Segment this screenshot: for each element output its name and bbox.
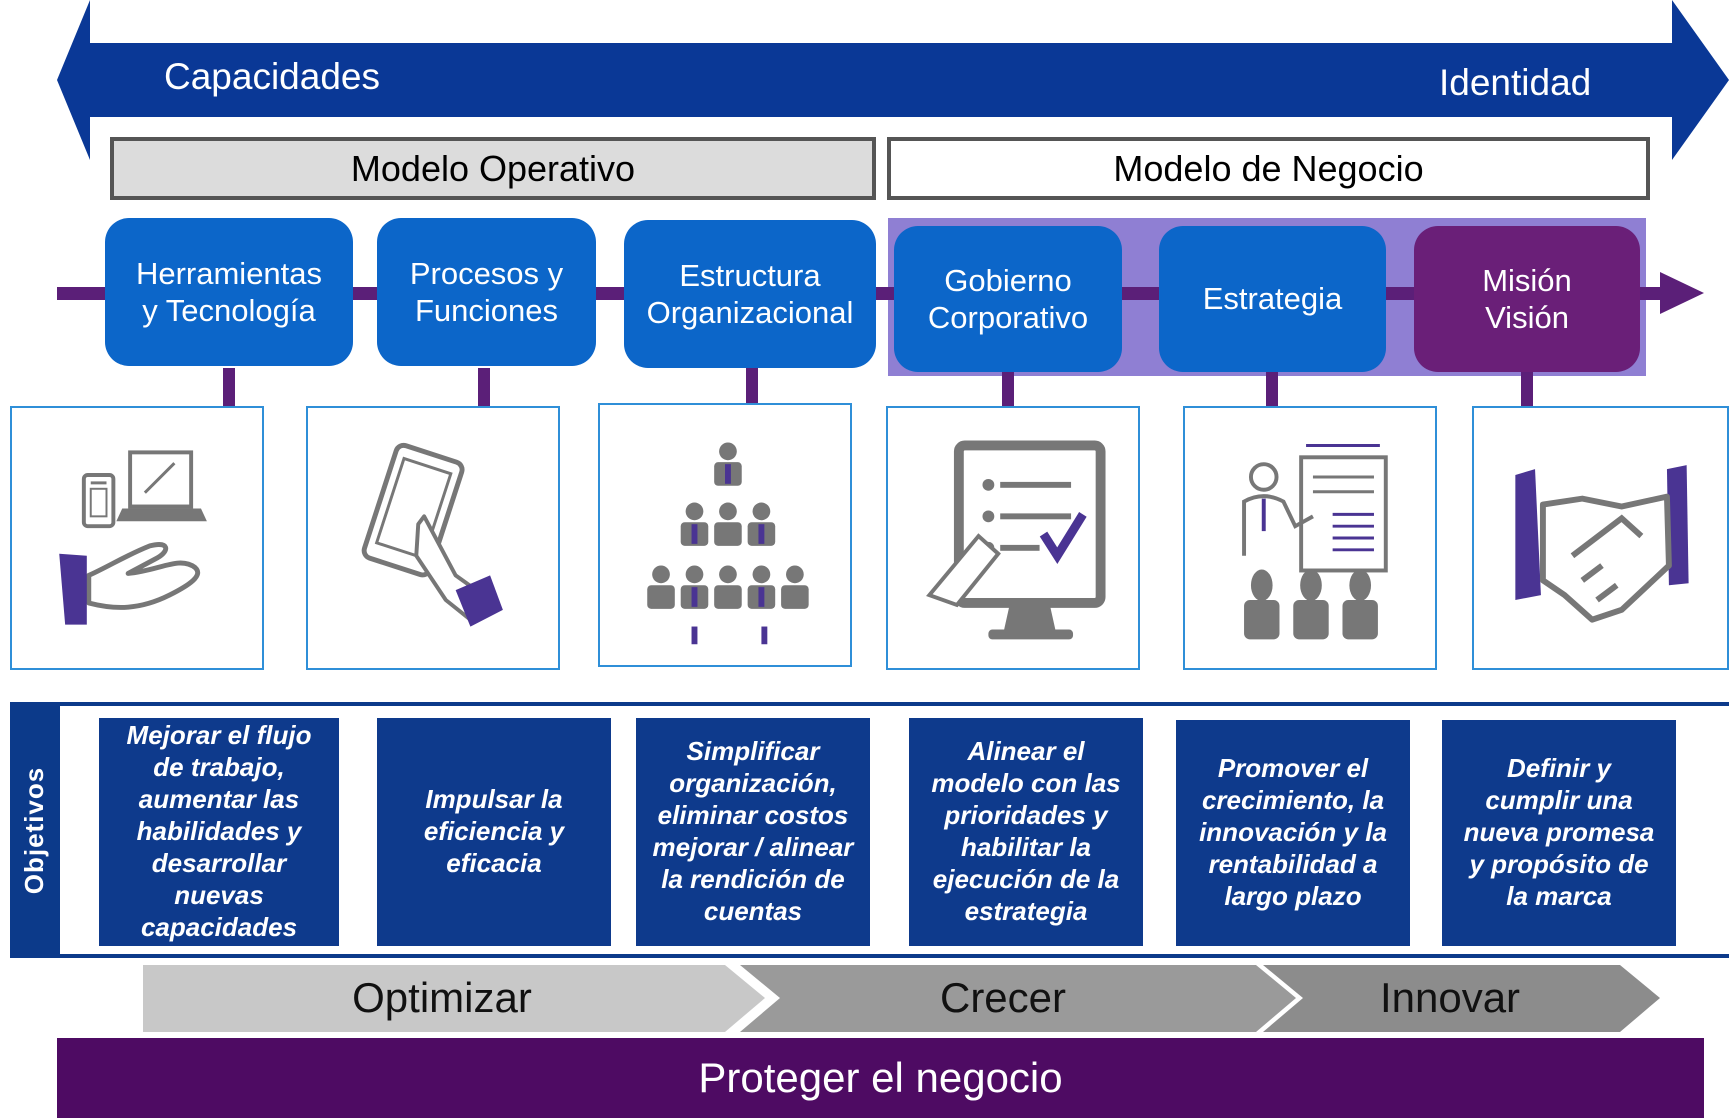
- objective-gobierno: Alinear el modelo con las prioridades y …: [909, 718, 1143, 946]
- connector: [1266, 372, 1278, 410]
- phase-innovar: Innovar: [1379, 974, 1521, 1021]
- objective-herramientas: Mejorar el flujo de trabajo, aumentar la…: [99, 718, 339, 946]
- identidad-label: Identidad: [1439, 62, 1592, 103]
- connector: [1521, 372, 1533, 410]
- hand-devices-icon: [59, 450, 207, 625]
- connector: [223, 368, 235, 406]
- capacidades-identidad-arrow: [57, 0, 1729, 160]
- double-arrow-shape: [57, 0, 1729, 160]
- icon-box-herramientas: [10, 406, 264, 670]
- monitor-checklist-icon: [926, 440, 1106, 640]
- phase-innovar-shape: [1263, 965, 1660, 1032]
- icon-box-estrategia: [1183, 406, 1437, 670]
- connector: [478, 368, 490, 406]
- phase-optimizar: Optimizar: [352, 974, 532, 1021]
- icon-box-estructura: [598, 403, 852, 667]
- tablet-touch-icon: [361, 442, 503, 627]
- icon-box-gobierno: [886, 406, 1140, 670]
- objective-procesos: Impulsar la eficiencia y eficacia: [377, 718, 611, 946]
- objective-mision: Definir y cumplir una nueva promesa y pr…: [1442, 720, 1676, 946]
- capability-procesos: Procesos y Funciones: [377, 218, 596, 366]
- modelo-operativo-box: Modelo Operativo: [110, 137, 876, 200]
- capability-herramientas: Herramientas y Tecnología: [105, 218, 353, 366]
- objective-estructura: Simplificar organización, eliminar costo…: [636, 718, 870, 946]
- icon-box-procesos: [306, 406, 560, 670]
- handshake-icon: [1515, 465, 1689, 623]
- phase-crecer: Crecer: [939, 974, 1067, 1021]
- modelo-negocio-box: Modelo de Negocio: [887, 137, 1650, 200]
- capability-mision-vision: Misión Visión: [1414, 226, 1640, 372]
- org-pyramid-icon: [647, 442, 809, 645]
- presentation-icon: [1242, 444, 1388, 640]
- objectives-label: Objetivos: [10, 702, 60, 958]
- capacidades-label: Capacidades: [164, 56, 380, 97]
- icon-box-mision: [1472, 406, 1729, 670]
- proteger-negocio-bar: Proteger el negocio: [57, 1038, 1704, 1118]
- objectives-label-strip: [10, 702, 60, 958]
- capability-estrategia: Estrategia: [1159, 226, 1386, 372]
- objective-estrategia: Promover el crecimiento, la innovación y…: [1176, 720, 1410, 946]
- capability-estructura: Estructura Organizacional: [624, 220, 876, 368]
- connector: [1002, 372, 1014, 410]
- phase-crecer-shape: [740, 965, 1296, 1032]
- phase-chevrons: [143, 965, 1660, 1032]
- timeline-arrowhead: [1660, 272, 1704, 314]
- connector: [746, 368, 758, 406]
- objectives-label-text: Objetivos: [19, 766, 50, 894]
- capability-gobierno: Gobierno Corporativo: [894, 226, 1122, 372]
- phase-optimizar-shape: [143, 965, 765, 1032]
